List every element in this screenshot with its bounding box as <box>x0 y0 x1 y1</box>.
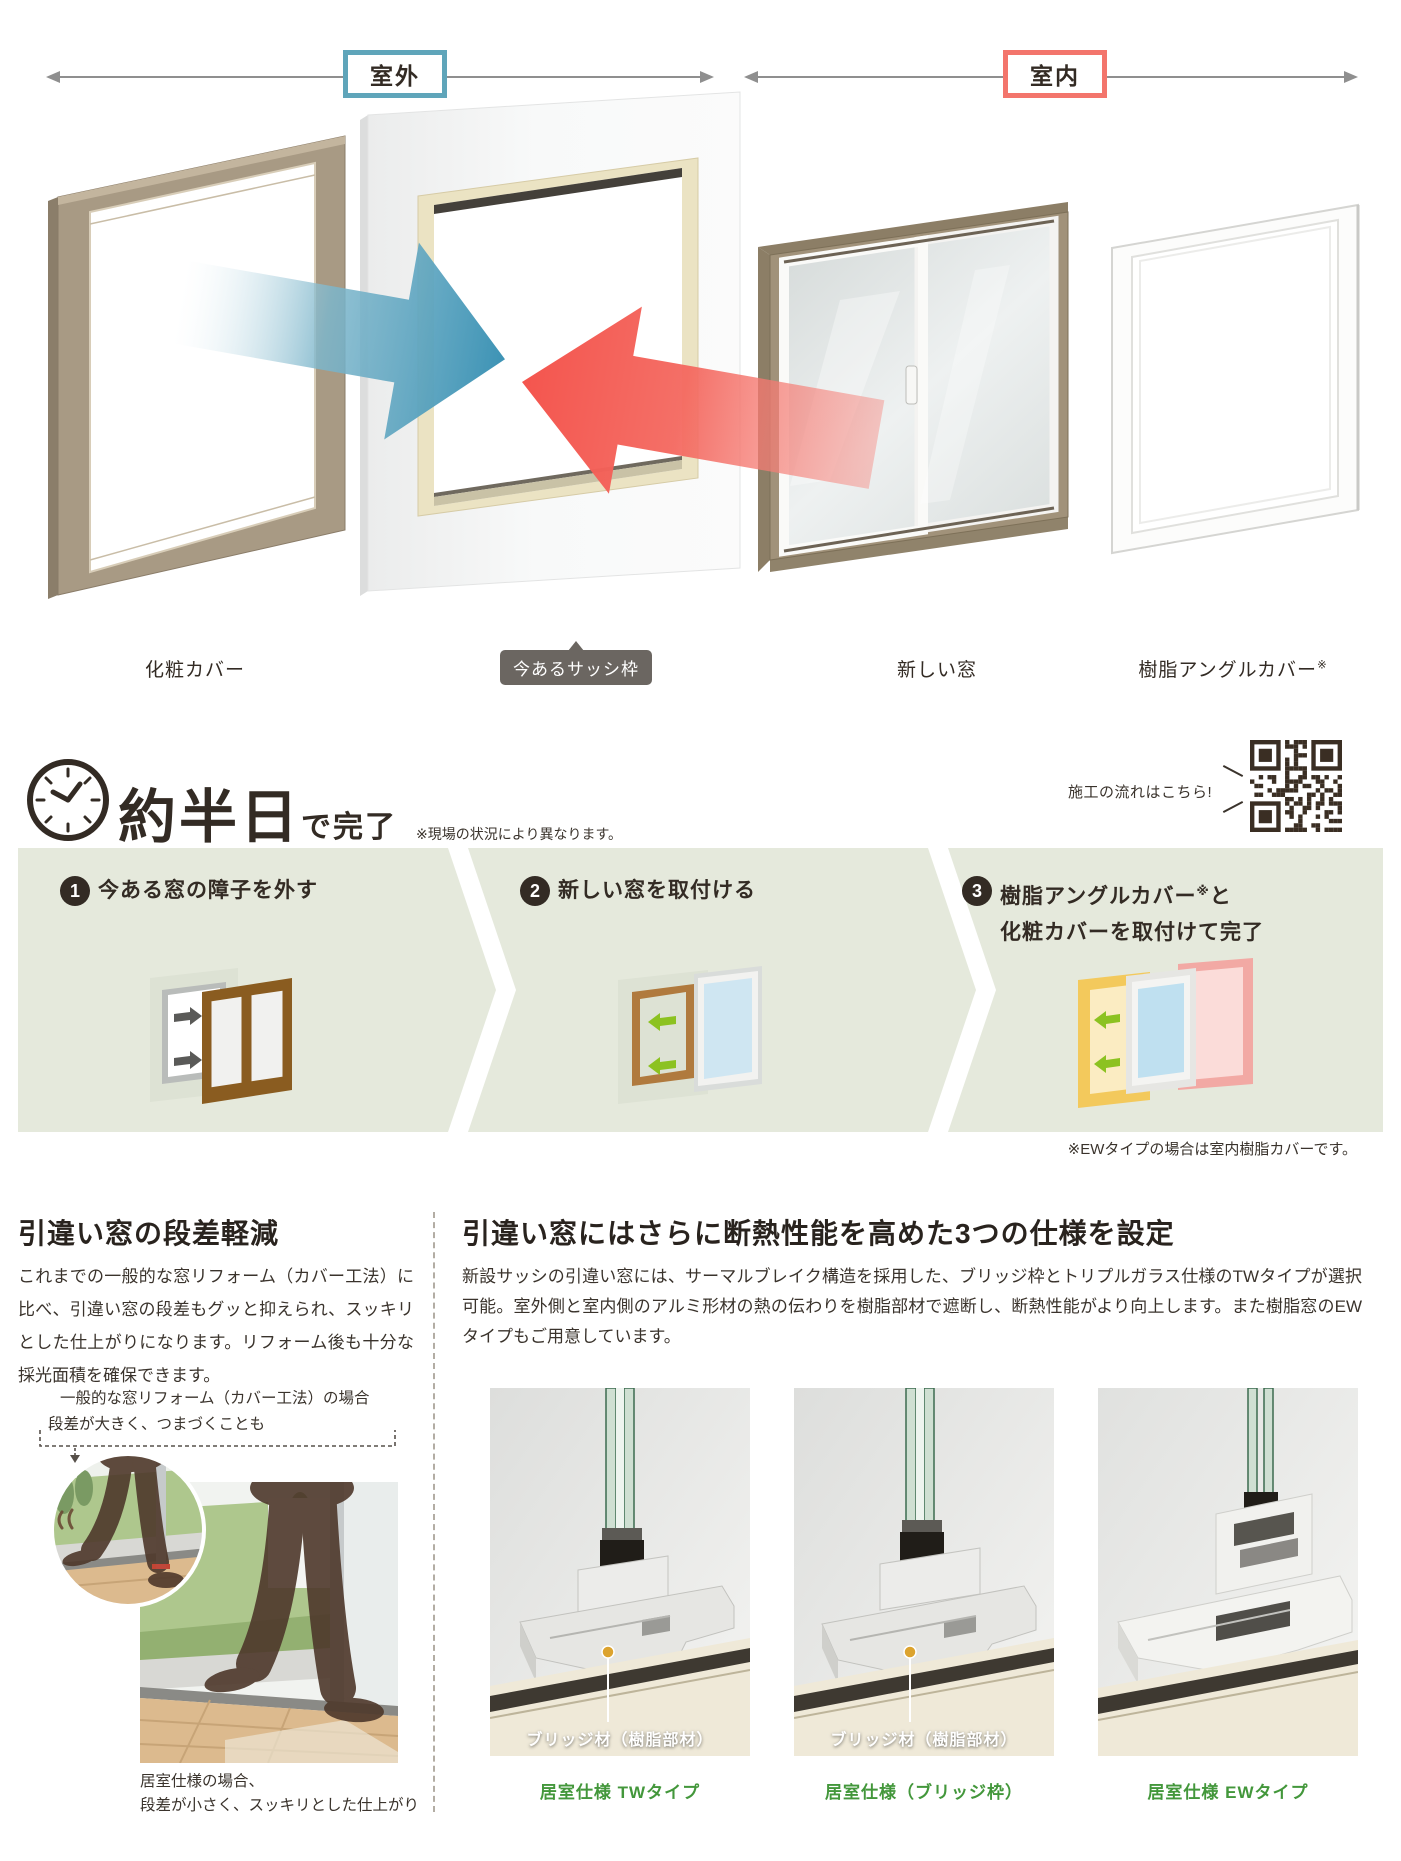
step-3-label: 3 樹脂アングルカバー※と 化粧カバーを取付けて完了 <box>962 876 1264 951</box>
step-2-illustration <box>618 966 762 1104</box>
indoor-zone-label: 室内 <box>1003 50 1107 98</box>
bridge-material-label: ブリッジ材（樹脂部材） <box>830 1732 1018 1749</box>
step-3-number-badge: 3 <box>962 876 992 906</box>
left-section-body: これまでの一般的な窓リフォーム（カバー工法）に比べ、引違い窓の段差もグッと抑えら… <box>18 1267 414 1385</box>
emphasis-stroke-icon <box>1222 800 1244 814</box>
step-2-number-badge: 2 <box>520 876 550 906</box>
duration-suffix: で完了 <box>301 811 398 844</box>
step-3-illustration <box>1078 958 1253 1108</box>
step-1-illustration <box>150 968 292 1104</box>
profile-photo-tw: ブリッジ材（樹脂部材） <box>490 1388 750 1756</box>
resin-angle-cover-graphic <box>1111 203 1360 555</box>
profile-caption-bridge: 居室仕様（ブリッジ枠） <box>825 1783 1023 1802</box>
qr-code <box>1250 740 1342 832</box>
band-footnote: ※EWタイプの場合は室内樹脂カバーです。 <box>1067 1141 1357 1158</box>
outdoor-install-arrow-icon <box>172 242 505 440</box>
resin-cover-label: 樹脂アングルカバー※ <box>1138 659 1328 681</box>
profile-caption-ew: 居室仕様 EWタイプ <box>1147 1783 1309 1802</box>
profile-caption-tw: 居室仕様 TWタイプ <box>539 1783 701 1802</box>
cover-frame-graphic <box>48 135 346 599</box>
step-1-label: 1 今ある窓の障子を外す <box>60 876 318 909</box>
tripping-inset-photo <box>50 1452 206 1608</box>
tripping-callout: 一般的な窓リフォーム（カバー工法）の場合 段差が大きく、つまづくことも <box>48 1390 370 1433</box>
profile-photo-bridge: ブリッジ材（樹脂部材） <box>794 1388 1054 1756</box>
window-replacement-diagram <box>46 71 1360 599</box>
step-2-label: 2 新しい窓を取付ける <box>520 876 756 909</box>
emphasis-stroke-icon <box>1222 764 1244 778</box>
step-1-number-badge: 1 <box>60 876 90 906</box>
profile-photo-ew <box>1098 1388 1358 1756</box>
duration-headline: 約半日 で完了 <box>118 770 397 854</box>
callout-bracket-icon <box>39 1430 396 1463</box>
duration-value: 約半日 <box>118 785 302 850</box>
column-divider <box>433 1212 435 1812</box>
indoor-install-arrow-icon <box>522 306 885 494</box>
left-photo-caption: 居室仕様の場合、 段差が小さく、スッキリとした仕上がり <box>140 1773 420 1814</box>
clock-icon <box>27 759 109 841</box>
legs-silhouette <box>204 1482 384 1723</box>
bridge-material-label: ブリッジ材（樹脂部材） <box>526 1732 714 1749</box>
outdoor-zone-label: 室外 <box>343 50 447 98</box>
cover-frame-label: 化粧カバー <box>144 660 245 681</box>
new-window-label: 新しい窓 <box>896 660 977 681</box>
duration-note: ※現場の状況により異なります。 <box>416 826 623 842</box>
right-section-body: 新設サッシの引違い窓には、サーマルブレイク構造を採用した、ブリッジ枠とトリプルガ… <box>462 1267 1362 1346</box>
right-section-heading: 引違い窓にはさらに断熱性能を高めた3つの仕様を設定 <box>462 1218 1175 1249</box>
existing-frame-tag: 今あるサッシ枠 <box>500 641 652 685</box>
left-section-heading: 引違い窓の段差軽減 <box>18 1218 280 1249</box>
qr-caption: 施工の流れはこちら! <box>1068 784 1213 801</box>
